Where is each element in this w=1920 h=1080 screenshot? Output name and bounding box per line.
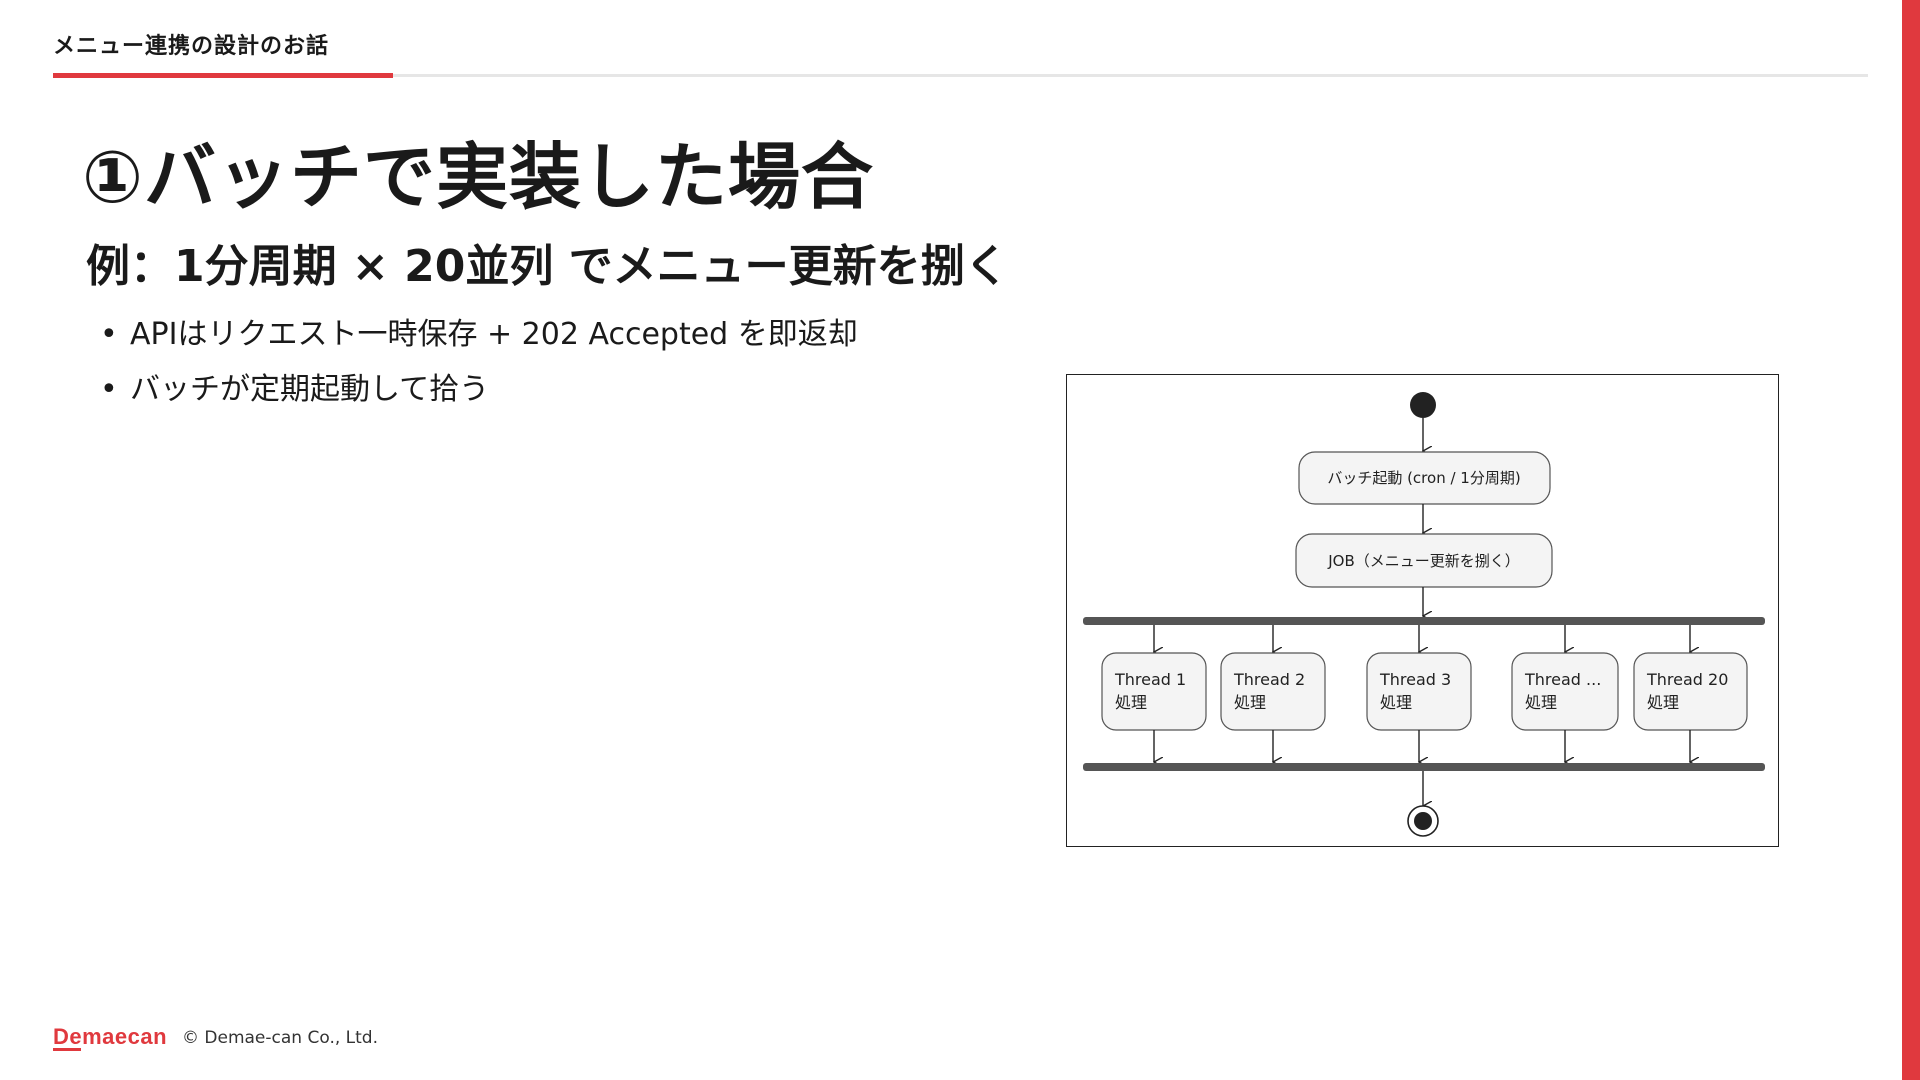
header-accent-line bbox=[53, 73, 393, 78]
batch-start-node bbox=[1298, 451, 1551, 505]
thread-1: Thread 1 処理 bbox=[1101, 625, 1207, 762]
company-logo: Demaecan bbox=[53, 1024, 168, 1049]
thread-node bbox=[1101, 652, 1207, 731]
thread-3: Thread 3 処理 bbox=[1366, 625, 1472, 762]
end-node bbox=[1407, 805, 1439, 837]
thread-name: Thread 1 bbox=[1114, 670, 1186, 689]
thread-2: Thread 2 処理 bbox=[1220, 625, 1326, 762]
activity-diagram: バッチ起動 (cron / 1分周期) JOB（メニュー更新を捌く） Threa… bbox=[1066, 374, 1779, 847]
bullet-item: • バッチが定期起動して拾う bbox=[100, 367, 858, 422]
thread-node bbox=[1366, 652, 1472, 731]
thread-action: 処理 bbox=[1647, 693, 1679, 712]
thread-action: 処理 bbox=[1115, 693, 1147, 712]
thread-name: Thread 3 bbox=[1379, 670, 1451, 689]
job-node bbox=[1295, 533, 1553, 588]
start-node bbox=[1410, 392, 1436, 418]
copyright-text: © Demae-can Co., Ltd. bbox=[182, 1028, 378, 1048]
thread-action: 処理 bbox=[1234, 693, 1266, 712]
thread-20: Thread 20 処理 bbox=[1633, 625, 1748, 762]
job-label: JOB（メニュー更新を捌く） bbox=[1327, 552, 1520, 570]
thread-name: Thread 20 bbox=[1646, 670, 1728, 689]
right-accent-bar bbox=[1902, 0, 1920, 1080]
thread-action: 処理 bbox=[1380, 693, 1412, 712]
header-divider bbox=[53, 74, 1868, 77]
bullet-item: • APIはリクエスト一時保存 + 202 Accepted を即返却 bbox=[100, 312, 858, 367]
slide-subtitle: 例：1分周期 × 20並列 でメニュー更新を捌く bbox=[86, 241, 1009, 292]
bullet-list: • APIはリクエスト一時保存 + 202 Accepted を即返却 • バッチが… bbox=[100, 312, 858, 422]
logo-underline bbox=[53, 1048, 81, 1051]
bullet-dot: • bbox=[100, 372, 118, 407]
batch-start-label: バッチ起動 (cron / 1分周期) bbox=[1327, 469, 1520, 487]
bullet-text: APIはリクエスト一時保存 + 202 Accepted を即返却 bbox=[130, 317, 858, 352]
thread-node bbox=[1220, 652, 1326, 731]
join-bar bbox=[1083, 763, 1765, 771]
thread-ellipsis: Thread ... 処理 bbox=[1511, 625, 1619, 762]
section-label: メニュー連携の設計のお話 bbox=[53, 34, 330, 59]
thread-action: 処理 bbox=[1525, 693, 1557, 712]
bullet-dot: • bbox=[100, 317, 118, 352]
slide-title: ①バッチで実装した場合 bbox=[82, 135, 874, 219]
thread-node bbox=[1633, 652, 1748, 731]
thread-name: Thread 2 bbox=[1233, 670, 1305, 689]
thread-name: Thread ... bbox=[1524, 670, 1601, 689]
bullet-text: バッチが定期起動して拾う bbox=[130, 372, 490, 407]
fork-bar bbox=[1083, 617, 1765, 625]
thread-node bbox=[1511, 652, 1619, 731]
activity-diagram-svg: バッチ起動 (cron / 1分周期) JOB（メニュー更新を捌く） Threa… bbox=[1083, 392, 1765, 837]
